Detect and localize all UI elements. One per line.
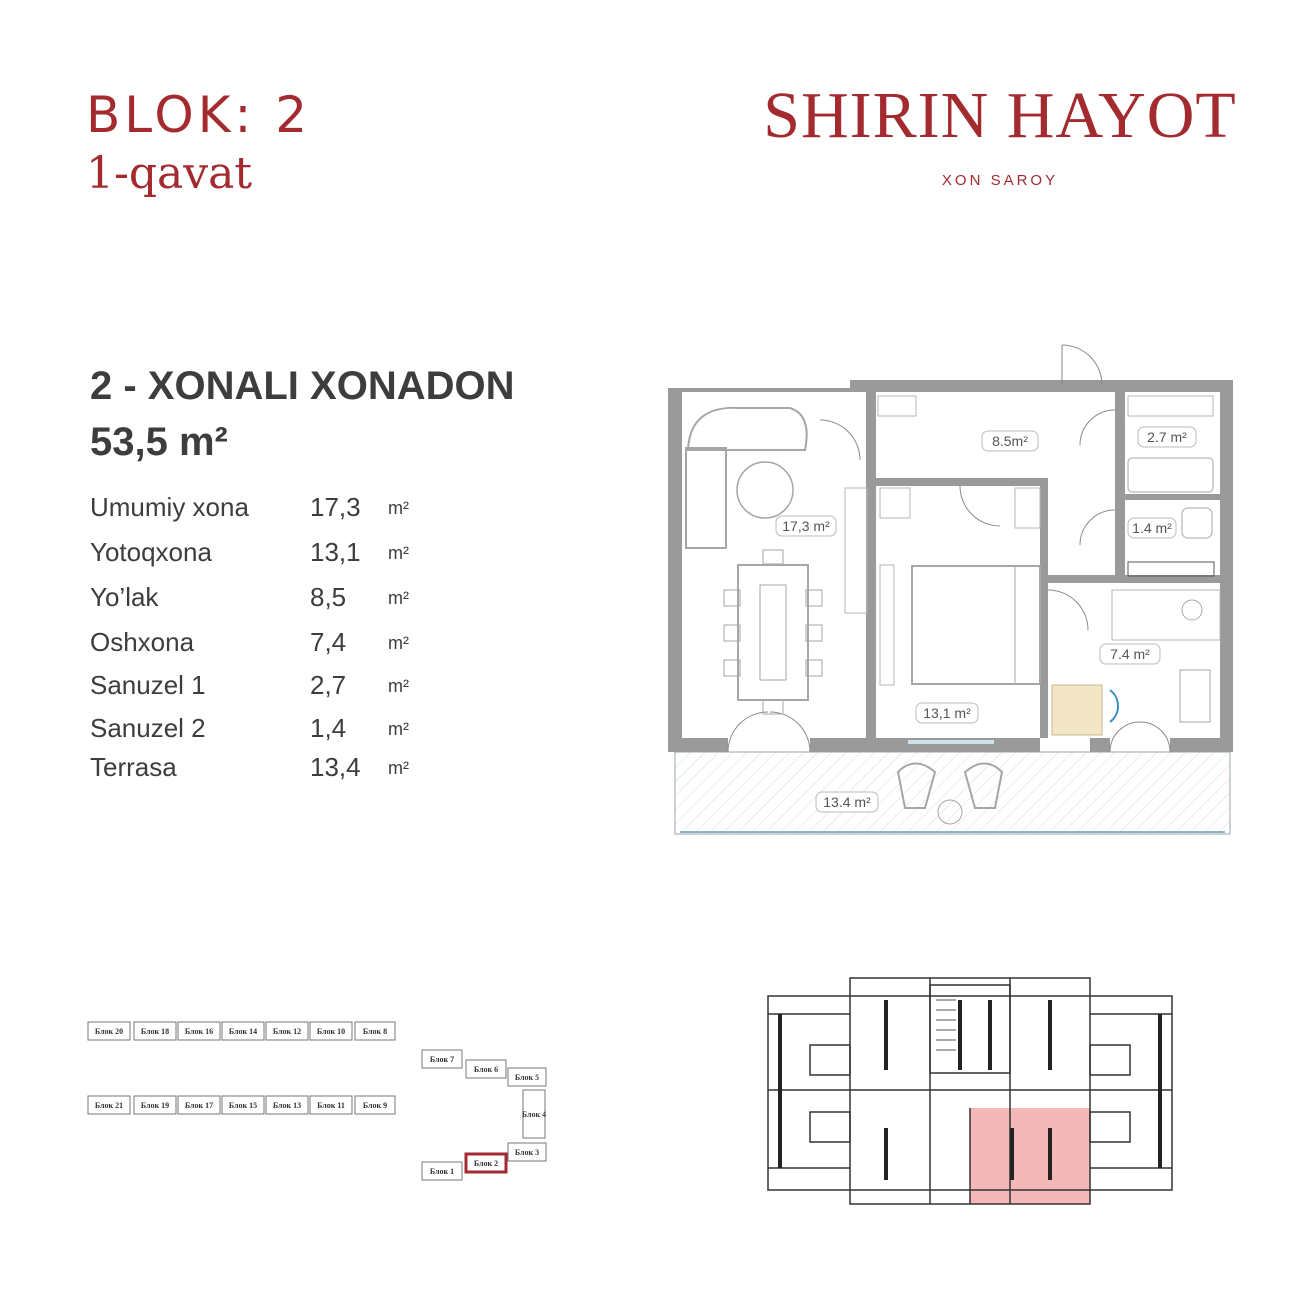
apartment-total-area: 53,5 m² <box>90 420 228 464</box>
block-b15: Блок 15 <box>221 1095 265 1115</box>
room-unit: m² <box>388 719 409 739</box>
room-name: Umumiy xona <box>90 492 249 522</box>
site-block-map: Блок 20 Блок 18 Блок 16 Блок 14 Блок 12 … <box>87 1021 547 1181</box>
bath2-area-label: 1.4 m² <box>1132 520 1172 536</box>
room-name: Yo’lak <box>90 582 159 612</box>
svg-text:Блок 4: Блок 4 <box>522 1110 546 1119</box>
bedroom-area-label: 13,1 m² <box>923 705 971 721</box>
terrace-area <box>674 751 1231 835</box>
svg-text:Блок 20: Блок 20 <box>95 1027 123 1036</box>
block-b16: Блок 16 <box>177 1021 221 1041</box>
room-name: Terrasa <box>90 752 177 782</box>
room-unit: m² <box>388 758 409 778</box>
room-area: 2,7 <box>310 670 347 700</box>
room-unit: m² <box>388 676 409 696</box>
room-area: 8,5 <box>310 582 347 612</box>
svg-text:Блок 10: Блок 10 <box>317 1027 345 1036</box>
block-b9: Блок 9 <box>354 1095 396 1115</box>
block-title: BLOK: 2 <box>86 86 312 144</box>
room-unit: m² <box>388 543 409 563</box>
block-b6: Блок 6 <box>465 1059 507 1079</box>
room-area: 7,4 <box>310 627 347 657</box>
block-b1: Блок 1 <box>421 1161 463 1181</box>
svg-text:Блок 6: Блок 6 <box>474 1065 498 1074</box>
svg-text:Блок 19: Блок 19 <box>141 1101 169 1110</box>
floor-label: 1-qavat <box>86 148 253 199</box>
block-b17: Блок 17 <box>177 1095 221 1115</box>
room-unit: m² <box>388 633 409 653</box>
block-b21: Блок 21 <box>87 1095 131 1115</box>
svg-text:Блок 9: Блок 9 <box>363 1101 387 1110</box>
svg-text:Блок 7: Блок 7 <box>430 1055 454 1064</box>
svg-text:Блок 2: Блок 2 <box>474 1159 498 1168</box>
bath1-area-label: 2.7 m² <box>1147 429 1187 445</box>
room-area: 13,1 <box>310 537 361 567</box>
svg-text:Блок 17: Блок 17 <box>185 1101 213 1110</box>
svg-text:Блок 18: Блок 18 <box>141 1027 169 1036</box>
svg-text:Блок 5: Блок 5 <box>515 1073 539 1082</box>
terrace-area-label: 13.4 m² <box>823 794 871 810</box>
brand-logo-subtitle: XON SAROY <box>941 172 1059 189</box>
svg-text:Блок 1: Блок 1 <box>430 1167 454 1176</box>
block-b8: Блок 8 <box>354 1021 396 1041</box>
svg-text:Блок 15: Блок 15 <box>229 1101 257 1110</box>
svg-text:Блок 21: Блок 21 <box>95 1101 123 1110</box>
block-b7: Блок 7 <box>421 1049 463 1069</box>
svg-text:Блок 11: Блок 11 <box>317 1101 345 1110</box>
block-b14: Блок 14 <box>221 1021 265 1041</box>
block-b4: Блок 4 <box>522 1089 546 1139</box>
block-b11: Блок 11 <box>309 1095 353 1115</box>
block-b18: Блок 18 <box>133 1021 177 1041</box>
floor-key-plan <box>767 977 1173 1205</box>
room-area: 13,4 <box>310 752 361 782</box>
svg-text:Блок 12: Блок 12 <box>273 1027 301 1036</box>
hall-area-label: 8.5m² <box>992 433 1028 449</box>
block-b2-highlight: Блок 2 <box>464 1152 508 1174</box>
room-unit: m² <box>388 498 409 518</box>
svg-text:Блок 14: Блок 14 <box>229 1027 257 1036</box>
block-b10: Блок 10 <box>309 1021 353 1041</box>
apartment-floor-plan: 17,3 m² 8.5m² 2.7 m² 1.4 m² 7.4 m² 13,1 … <box>668 344 1233 835</box>
block-b19: Блок 19 <box>133 1095 177 1115</box>
block-b5: Блок 5 <box>507 1067 547 1087</box>
kitchen-area-label: 7.4 m² <box>1110 646 1150 662</box>
block-b3: Блок 3 <box>507 1142 547 1162</box>
block-b12: Блок 12 <box>265 1021 309 1041</box>
svg-text:Блок 13: Блок 13 <box>273 1101 301 1110</box>
block-b13: Блок 13 <box>265 1095 309 1115</box>
room-area: 1,4 <box>310 713 347 743</box>
apartment-title: 2 - XONALI XONADON <box>90 364 515 408</box>
svg-text:Блок 8: Блок 8 <box>363 1027 387 1036</box>
room-name: Oshxona <box>90 627 195 657</box>
room-name: Yotoqxona <box>90 537 212 567</box>
brand-logo-name: SHIRIN HAYOT <box>763 79 1237 152</box>
svg-text:Блок 16: Блок 16 <box>185 1027 213 1036</box>
room-area: 17,3 <box>310 492 361 522</box>
selected-apartment-highlight <box>970 1108 1090 1204</box>
room-unit: m² <box>388 588 409 608</box>
room-name: Sanuzel 1 <box>90 670 206 700</box>
living-room-area-label: 17,3 m² <box>782 518 830 534</box>
svg-text:Блок 3: Блок 3 <box>515 1148 539 1157</box>
block-b20: Блок 20 <box>87 1021 131 1041</box>
room-name: Sanuzel 2 <box>90 713 206 743</box>
